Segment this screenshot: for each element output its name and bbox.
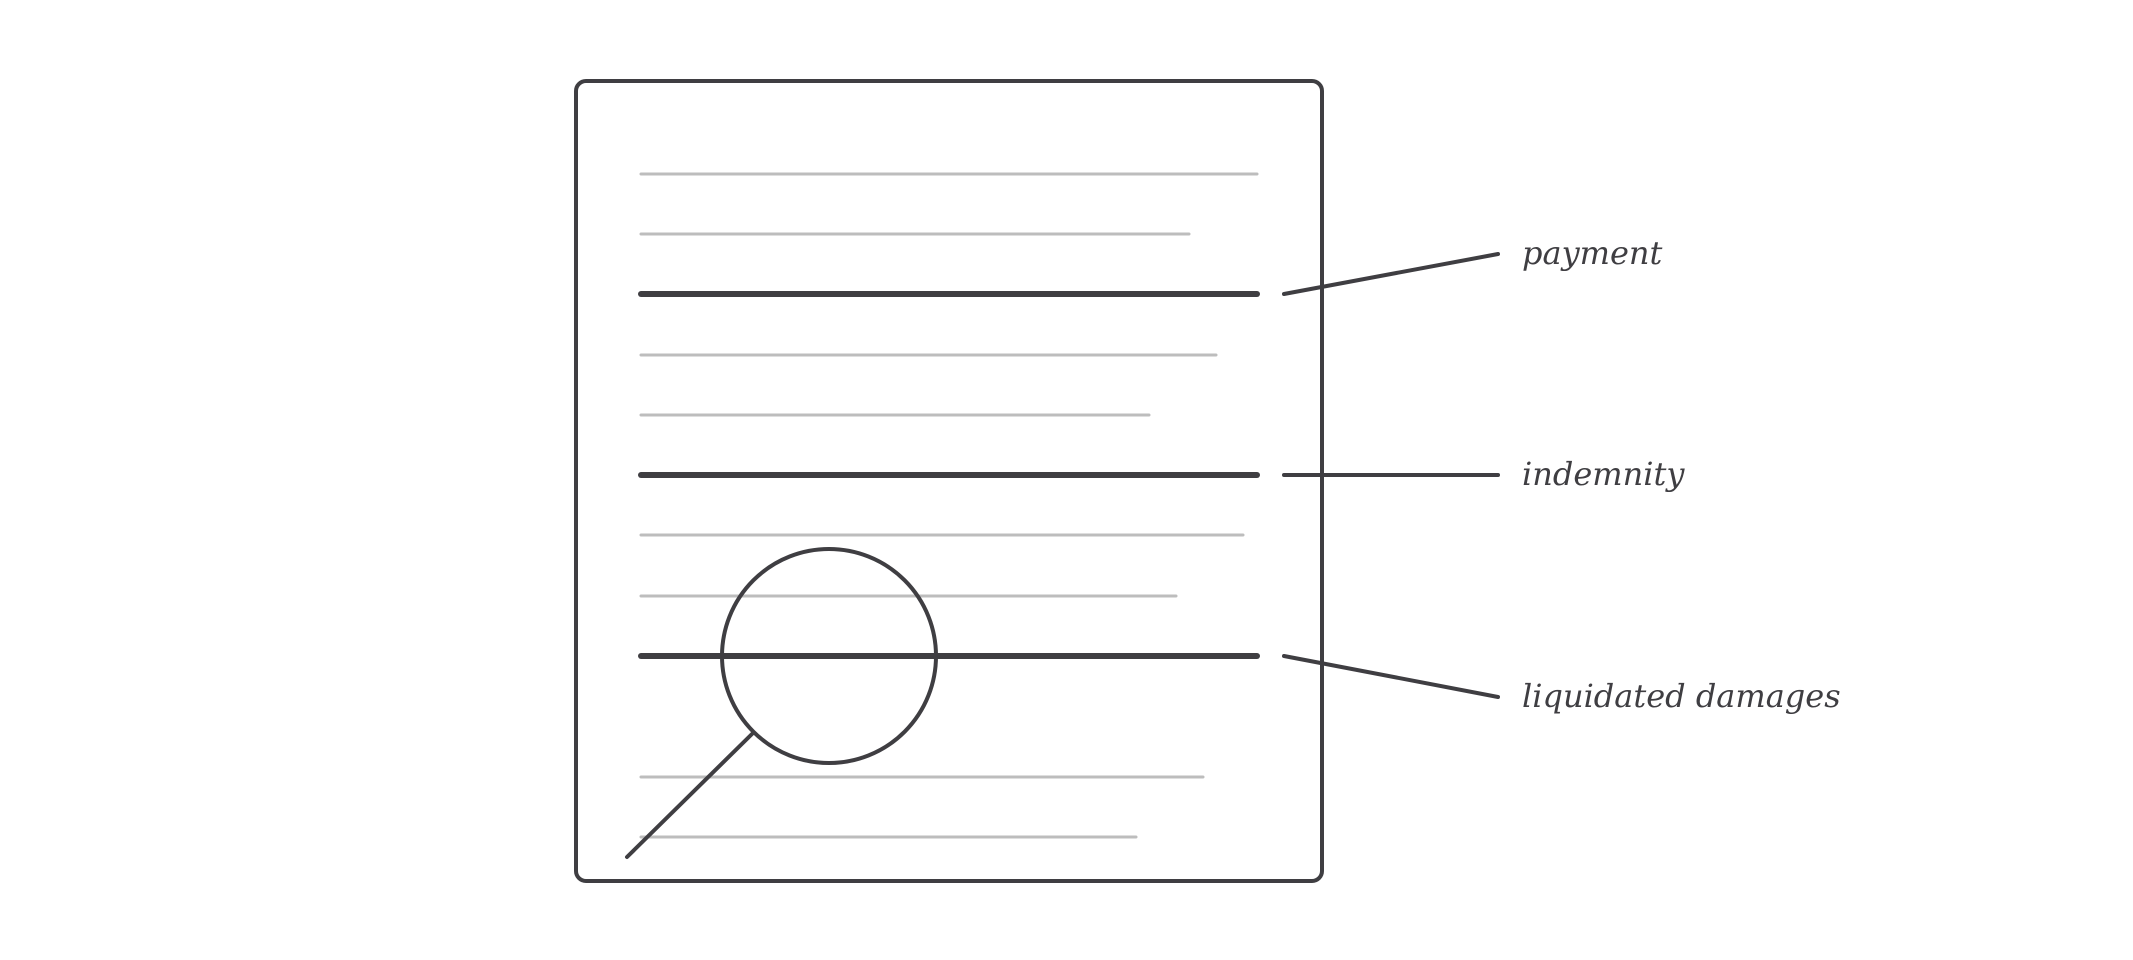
magnifying-glass-icon [625,547,938,859]
document-text-lines [638,172,1260,839]
leader-line-payment [1282,252,1500,296]
document-page-icon [574,79,1324,883]
callout-label-payment: payment [1522,234,1663,272]
callout-label-liquidated-damages: liquidated damages [1522,677,1841,715]
callout-leaders [1282,252,1500,699]
leader-line-liquidated-damages [1282,654,1500,699]
callout-label-indemnity: indemnity [1522,455,1685,493]
magnifier-lens [720,547,938,765]
magnifier-handle [625,731,755,859]
